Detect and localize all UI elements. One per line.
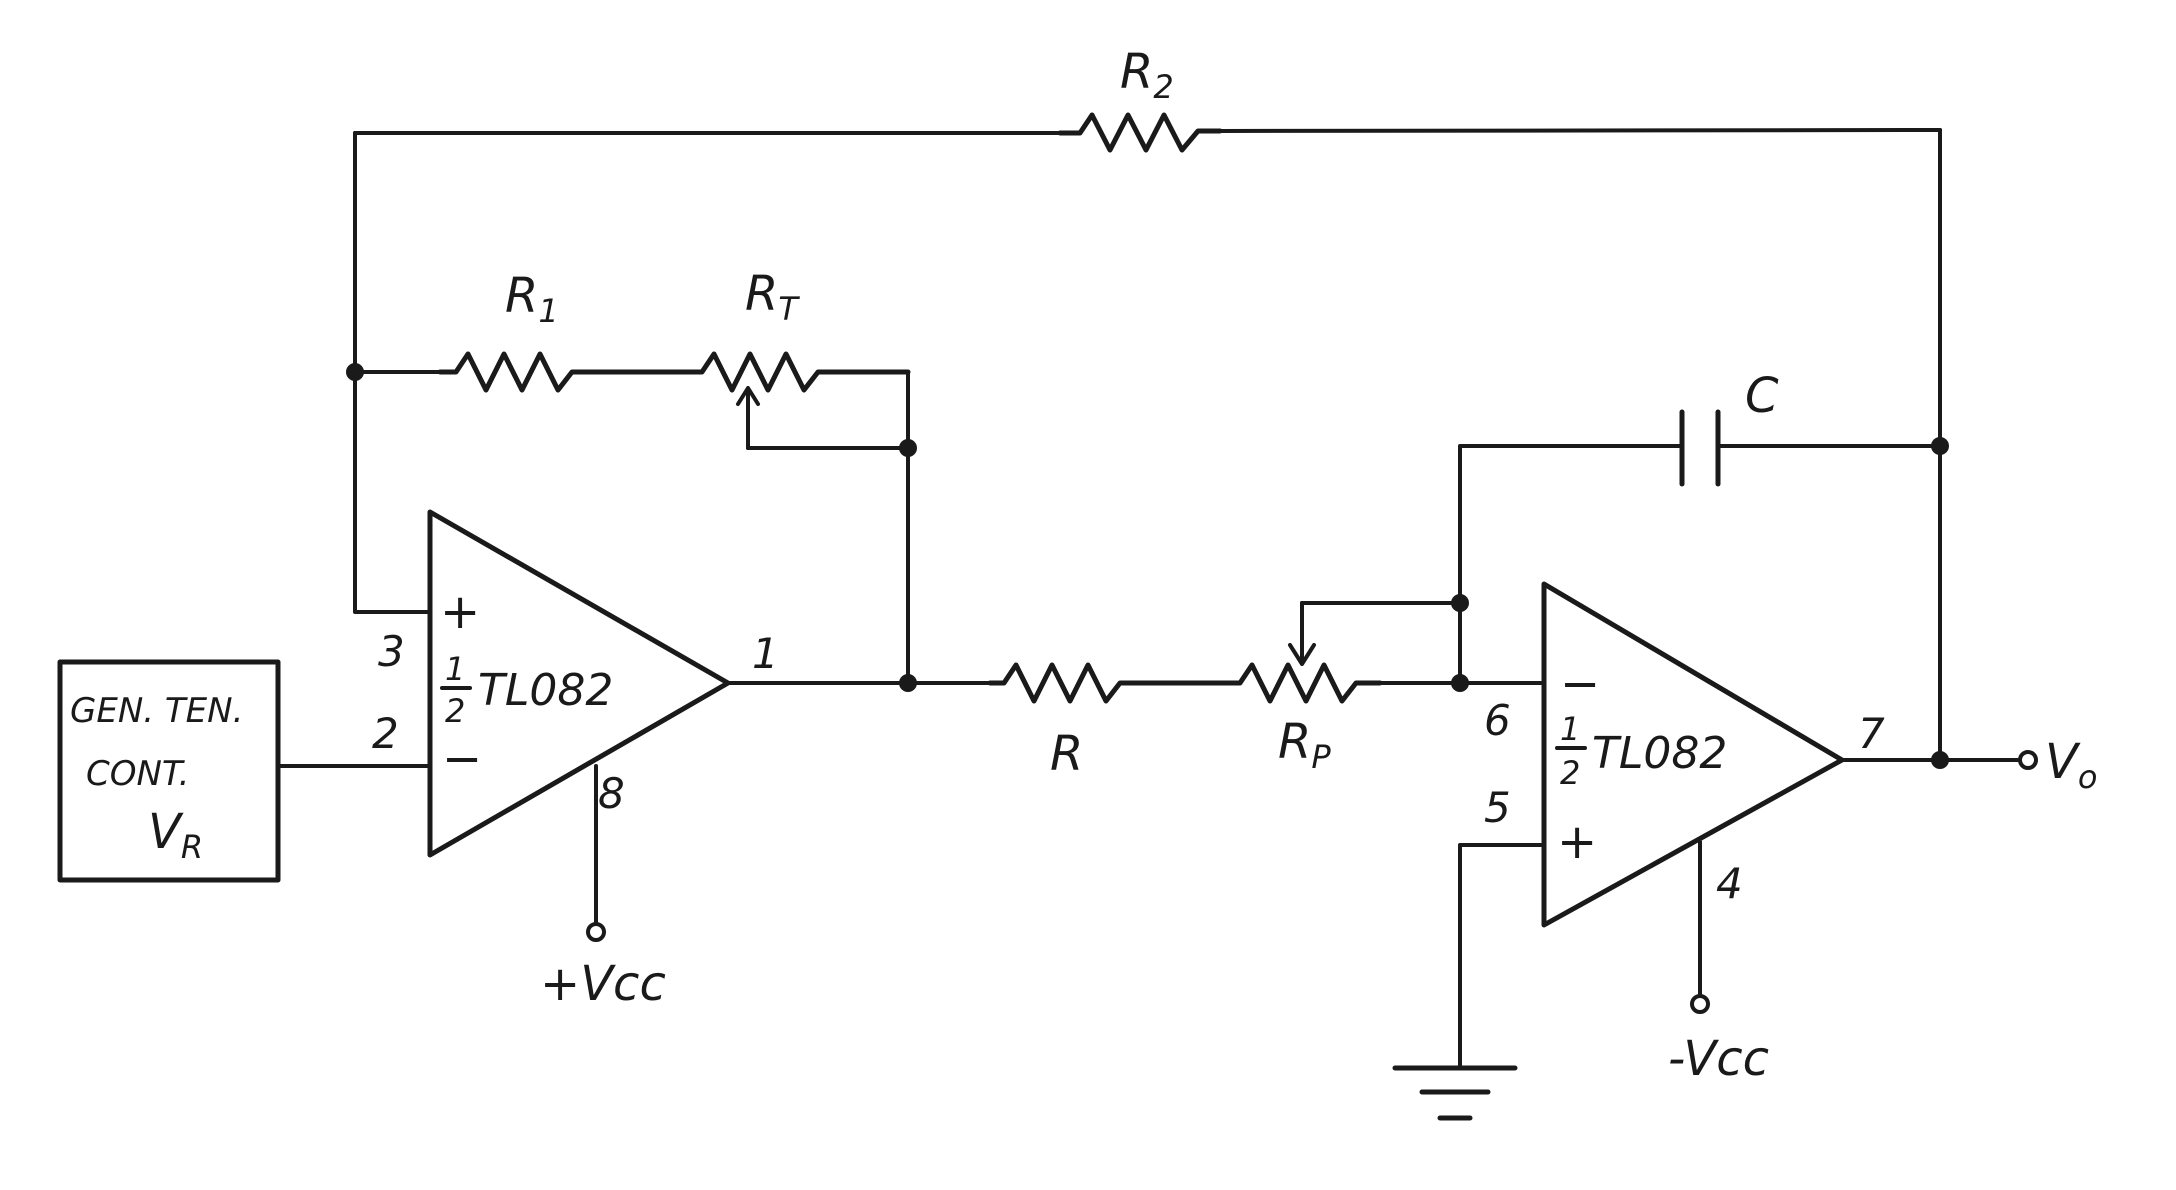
rp-wiper-arrow [1288,601,1462,666]
label-c: C [1745,368,1779,424]
label-r2: R2 [1120,44,1174,106]
label-rt: RT [745,266,800,328]
opamp2-pin-5: 5 [1484,783,1511,832]
opamp2-fraction-den: 2 [1560,754,1580,792]
junction-r1-left [346,363,364,381]
opamp1-fraction-num: 1 [445,650,465,688]
vcc-neg-terminal [1690,994,1710,1014]
junction-opamp1-out [899,674,917,692]
opamp1-pin-1: 1 [752,629,779,678]
opamp1-minus-sign: − [442,731,482,787]
opamp2-minus-sign: − [1560,656,1600,712]
vcc-pos-label: +Vcc [540,956,666,1012]
source-line1: GEN. TEN. [70,691,243,731]
rt-wiper-arrow [736,386,910,450]
output-label: Vo [2045,734,2097,796]
opamp2-plus-sign: + [1557,814,1597,870]
opamp1-plus-sign: + [440,584,480,640]
r2-feedback-wire [353,128,1942,764]
voltage-source-box [57,659,281,883]
junction-dots [346,363,1949,769]
resistor-r2 [1057,112,1223,153]
opamp1-pin-8: 8 [598,769,625,818]
opamp1-pin-3: 3 [378,627,405,676]
opamp1-fraction-den: 2 [445,692,465,730]
ground-icon [1392,1065,1518,1121]
junction-cap-right [1931,437,1949,455]
junction-rt-wiper [899,439,917,457]
potentiometer-rp [1225,662,1383,704]
vcc-pos-terminal [586,922,606,942]
output-terminal [2018,750,2038,770]
opamp2-fraction-num: 1 [1560,710,1580,748]
capacitor-c [1679,409,1721,487]
junction-output [1931,751,1949,769]
opamp2-pin-6: 6 [1484,696,1511,745]
junction-opamp2-in [1451,674,1469,692]
junction-rp-wiper [1451,594,1469,612]
label-r: R [1050,726,1083,782]
vcc-neg-label: -Vcc [1668,1031,1769,1087]
source-line2: CONT. [86,754,189,794]
opamp2-pin-4: 4 [1716,859,1743,908]
source-vr: VR [148,804,203,866]
resistor-r [987,662,1231,704]
potentiometer-rt [687,351,911,393]
opamp2-pin-7: 7 [1858,709,1885,758]
opamp2-ground-wire [1458,843,1546,1070]
label-r1: R1 [505,268,559,330]
opamp2-triangle [1541,581,1845,928]
opamp2-label: TL082 [1592,728,1727,779]
label-rp: RP [1278,714,1331,776]
opamp1-label: TL082 [478,665,613,716]
resistor-r1 [437,351,693,393]
opamp1-triangle [427,509,731,858]
opamp1-pin-2: 2 [372,709,399,758]
